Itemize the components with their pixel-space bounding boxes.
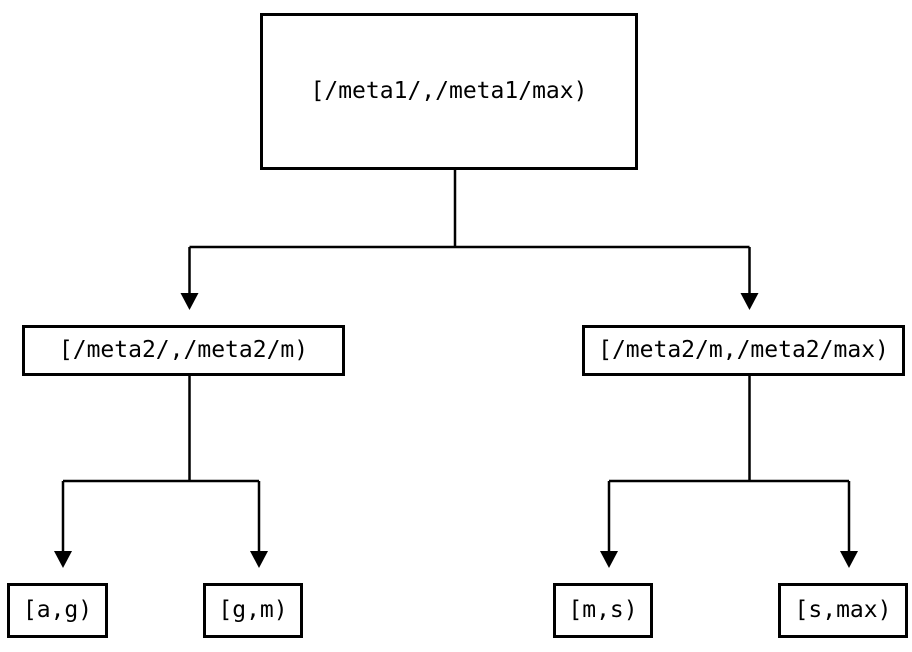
node-root: [/meta1/,/meta1/max) bbox=[260, 13, 638, 170]
node-meta2-left: [/meta2/,/meta2/m) bbox=[22, 325, 345, 376]
node-leaf-ag: [a,g) bbox=[7, 583, 108, 638]
arrow-down-icon bbox=[840, 551, 858, 568]
connector-root-to-children bbox=[188, 170, 751, 294]
node-meta2-left-label: [/meta2/,/meta2/m) bbox=[58, 337, 309, 363]
arrow-down-icon bbox=[600, 551, 618, 568]
node-leaf-gm: [g,m) bbox=[203, 583, 303, 638]
node-leaf-smax: [s,max) bbox=[778, 583, 908, 638]
node-leaf-ms-label: [m,s) bbox=[568, 597, 638, 623]
arrow-down-icon bbox=[54, 551, 72, 568]
node-leaf-ag-label: [a,g) bbox=[22, 597, 93, 623]
node-root-label: [/meta1/,/meta1/max) bbox=[310, 78, 588, 104]
connector-right-to-leaves bbox=[607, 376, 851, 552]
node-leaf-smax-label: [s,max) bbox=[794, 597, 892, 623]
node-leaf-ms: [m,s) bbox=[553, 583, 653, 638]
node-leaf-gm-label: [g,m) bbox=[218, 597, 288, 623]
arrow-down-icon bbox=[180, 293, 199, 310]
arrow-down-icon bbox=[250, 551, 268, 568]
connector-left-to-leaves bbox=[61, 376, 261, 552]
arrow-down-icon bbox=[740, 293, 759, 310]
node-meta2-right-label: [/meta2/m,/meta2/max) bbox=[598, 337, 889, 363]
node-meta2-right: [/meta2/m,/meta2/max) bbox=[582, 325, 905, 376]
